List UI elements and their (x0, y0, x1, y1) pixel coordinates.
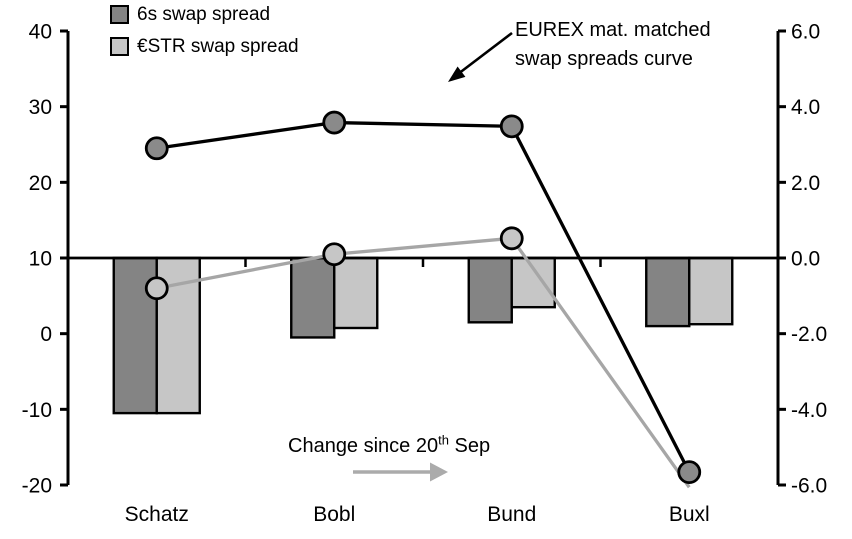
legend-swatch-estr (110, 37, 129, 56)
bar-6s-buxl (645, 256, 691, 328)
left-axis-label: -20 (22, 475, 52, 498)
change-annotation-sup: th (438, 432, 449, 448)
curve-annotation-line2: swap spreads curve (515, 48, 693, 70)
right-axis-label: -4.0 (791, 399, 827, 422)
change-annotation-suffix: Sep (448, 435, 491, 457)
left-axis-label: 40 (29, 21, 52, 44)
estr-marker-schatz (144, 276, 169, 301)
curve-annotation-arrow (459, 31, 513, 74)
estr-marker-bund (499, 226, 524, 251)
left-axis-label: 0 (40, 323, 52, 346)
estr-marker-bobl (322, 242, 347, 267)
right-axis-label: -6.0 (791, 475, 827, 498)
left-axis-label: 10 (29, 248, 52, 271)
bar-estr-bobl (333, 256, 379, 330)
legend-item-6s: 6s swap spread (110, 5, 299, 24)
right-axis-label: 2.0 (791, 172, 820, 195)
right-axis-label: 0.0 (791, 248, 820, 271)
legend-label-6s: 6s swap spread (137, 4, 271, 25)
right-axis-label: 6.0 (791, 21, 820, 44)
curve-annotation-arrowhead (448, 66, 466, 82)
sixs-marker-bund (499, 114, 524, 139)
bar-6s-bund (467, 256, 513, 324)
x-axis-label-bund: Bund (487, 503, 536, 526)
left-axis-label: -10 (22, 399, 52, 422)
change-annotation-text: Change since 20 (288, 435, 439, 457)
change-annotation: Change since 20th Sep (288, 432, 491, 458)
curve-annotation: EUREX mat. matched swap spreads curve (515, 16, 711, 74)
change-arrowhead (430, 462, 448, 482)
curve-annotation-line1: EUREX mat. matched (515, 19, 711, 41)
left-axis-label: 30 (29, 96, 52, 119)
right-axis-label: 4.0 (791, 96, 820, 119)
sixs-marker-buxl (677, 460, 702, 485)
bar-estr-bund (510, 256, 556, 309)
legend: 6s swap spread €STR swap spread (110, 5, 299, 56)
bar-estr-buxl (688, 256, 734, 326)
left-axis-label: 20 (29, 172, 52, 195)
x-axis-label-schatz: Schatz (125, 503, 189, 526)
legend-label-estr: €STR swap spread (137, 36, 299, 57)
estr-curve-line (156, 236, 691, 489)
right-axis-label: -2.0 (791, 323, 827, 346)
legend-swatch-6s (110, 5, 129, 24)
sixs-marker-bobl (322, 110, 347, 135)
sixs-curve-line (156, 120, 691, 473)
legend-item-estr: €STR swap spread (110, 37, 299, 56)
sixs-marker-schatz (144, 136, 169, 161)
bar-6s-bobl (290, 256, 336, 339)
x-axis-label-buxl: Buxl (669, 503, 710, 526)
x-axis-label-bobl: Bobl (313, 503, 355, 526)
